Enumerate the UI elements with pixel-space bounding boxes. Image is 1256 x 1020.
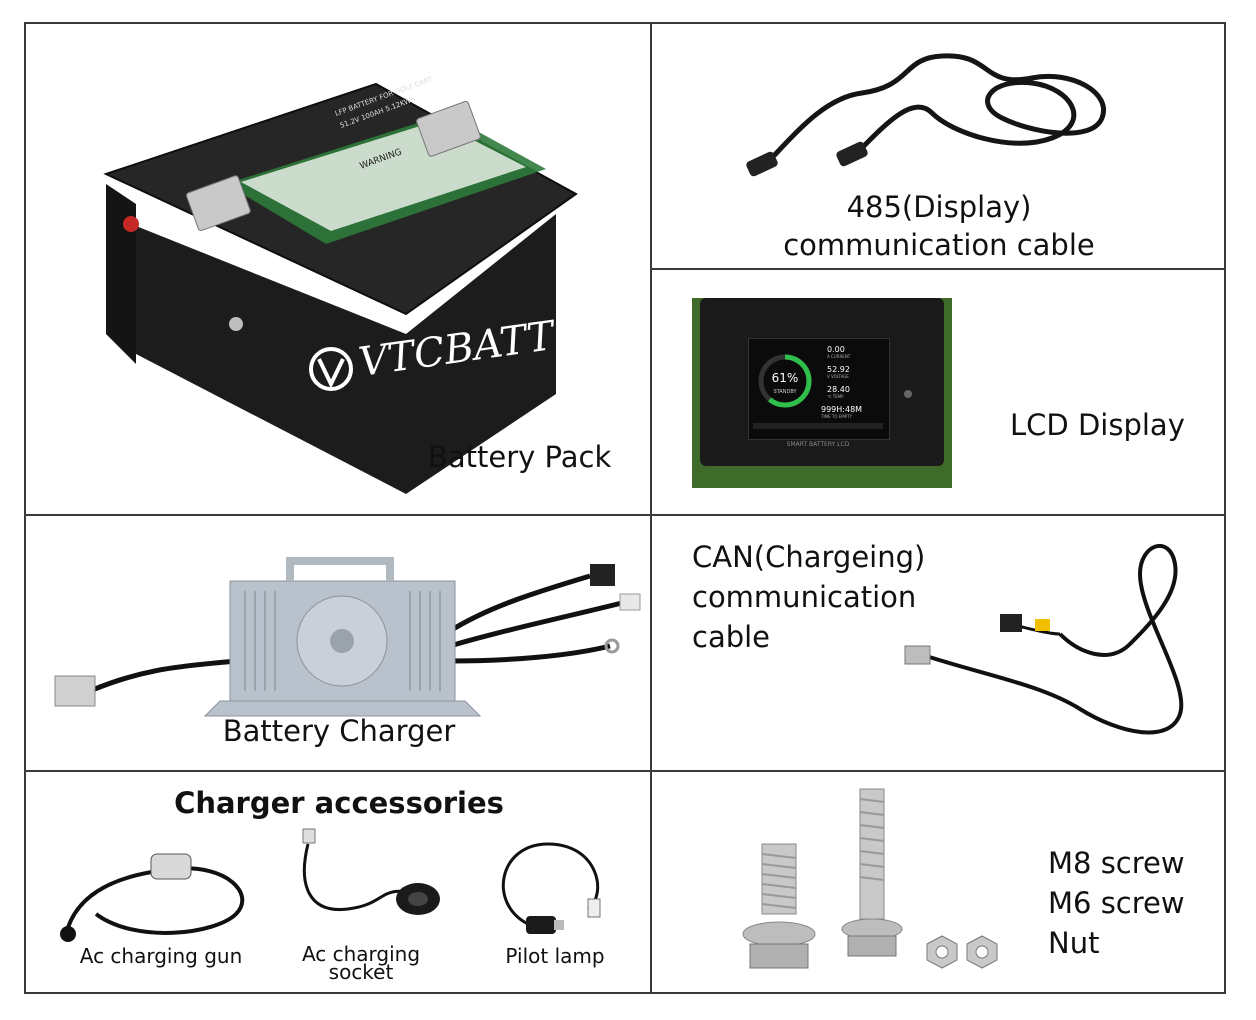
connector-a xyxy=(746,151,778,177)
m8-screw-label: M8 screw xyxy=(1048,846,1185,880)
lcd-time-unit: TIME TO EMPTY xyxy=(821,414,853,419)
can-cable-image xyxy=(904,543,1184,735)
battery-handle-right xyxy=(416,100,481,157)
can-connector-plug xyxy=(1000,614,1022,632)
lcd-bottom-bar xyxy=(753,423,883,429)
product-grid: WARNING LFP BATTERY FOR GOLF CART 51.2V … xyxy=(24,22,1226,994)
charger-terminal xyxy=(619,593,641,611)
positive-terminal xyxy=(123,216,139,232)
cable-485-cell: 485(Display) communication cable xyxy=(652,24,1226,270)
lcd-percent: 61% xyxy=(771,371,799,385)
can-cable-cell: CAN(Chargeing) communication cable xyxy=(652,516,1226,772)
screws-image xyxy=(742,788,998,969)
charger-image xyxy=(54,557,641,717)
lcd-button-icon xyxy=(904,390,912,398)
lcd-state: STANDBY xyxy=(773,389,797,395)
soc-ring xyxy=(758,354,812,408)
ac-charging-socket-label-2: socket xyxy=(328,960,394,984)
charger-connector xyxy=(590,564,615,586)
connector-b xyxy=(836,141,868,167)
can-cable-label-1: CAN(Chargeing) xyxy=(692,540,926,574)
accessories-cell: Charger accessories Ac charging gun Ac c… xyxy=(26,772,652,994)
lcd-voltage: 52.92 xyxy=(827,365,850,374)
lcd-display-cell: 61% STANDBY 0.00 A CURRENT 52.92 V VOLTA… xyxy=(652,270,1226,516)
negative-terminal xyxy=(229,317,243,331)
charger-label: Battery Charger xyxy=(222,714,456,748)
charger-plug xyxy=(54,675,96,707)
cable-485-label-2: communication cable xyxy=(783,228,1095,262)
lcd-display-label: LCD Display xyxy=(1010,408,1185,442)
lcd-time: 999H:48M xyxy=(821,405,863,414)
accessories-title: Charger accessories xyxy=(174,786,504,820)
ac-charging-gun-image xyxy=(60,853,245,942)
cable-485-image xyxy=(746,53,1107,177)
cable-485-label-1: 485(Display) xyxy=(846,190,1032,224)
battery-pack-label: Battery Pack xyxy=(428,440,612,474)
lcd-current: 0.00 xyxy=(827,345,845,354)
can-cable-label-2: communication xyxy=(692,580,917,614)
charger-cell: Battery Charger xyxy=(26,516,652,772)
can-connector-metal xyxy=(904,645,931,665)
can-connector-yellow xyxy=(1035,619,1050,631)
lcd-current-unit: A CURRENT xyxy=(827,354,851,359)
m6-screw-label: M6 screw xyxy=(1048,886,1185,920)
battery-pack-cell: WARNING LFP BATTERY FOR GOLF CART 51.2V … xyxy=(26,24,652,516)
charger-handle xyxy=(286,557,394,581)
can-cable-label-3: cable xyxy=(692,620,771,654)
lcd-voltage-unit: V VOLTAGE xyxy=(827,374,849,379)
nut-label: Nut xyxy=(1048,926,1100,960)
battery-handle-left xyxy=(186,175,251,231)
ac-charging-socket-label-1: Ac charging xyxy=(301,942,421,966)
screws-cell: M8 screw M6 screw Nut xyxy=(652,772,1226,994)
ac-charging-gun-label: Ac charging gun xyxy=(79,944,243,968)
vtcbatt-logo-icon xyxy=(309,347,353,391)
lcd-temp-unit: ℃ TEMP xyxy=(827,394,844,399)
ring-terminal xyxy=(604,638,620,654)
battery-pack-image: WARNING LFP BATTERY FOR GOLF CART 51.2V … xyxy=(103,75,578,494)
ac-charging-socket-image xyxy=(302,828,440,915)
pilot-lamp-image xyxy=(501,842,601,934)
lcd-temp: 28.40 xyxy=(827,385,850,394)
lcd-brand: SMART BATTERY LCD xyxy=(786,441,850,448)
pilot-lamp-label: Pilot lamp xyxy=(505,944,605,968)
lcd-screen: 61% STANDBY 0.00 A CURRENT 52.92 V VOLTA… xyxy=(748,338,890,440)
lcd-display-photo: 61% STANDBY 0.00 A CURRENT 52.92 V VOLTA… xyxy=(692,298,952,488)
